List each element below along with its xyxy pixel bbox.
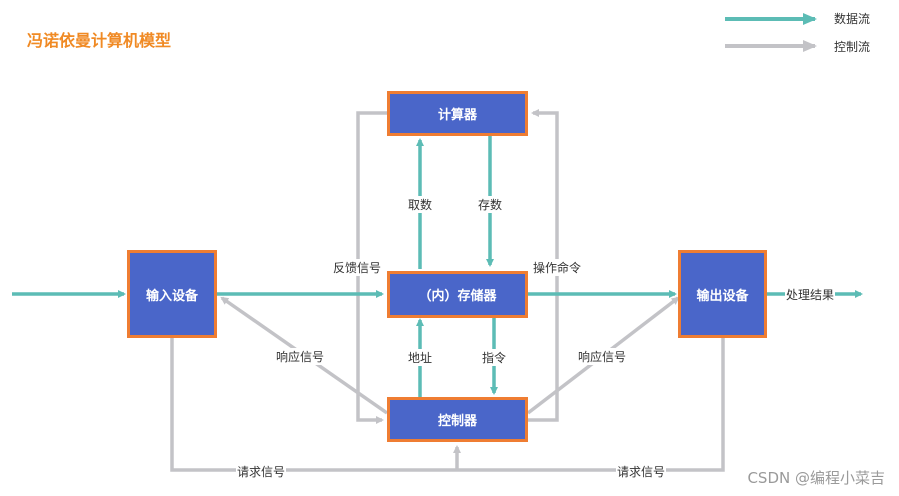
- store-label: 存数: [477, 196, 504, 213]
- alu-label: 计算器: [437, 108, 477, 123]
- response-right-label: 响应信号: [577, 348, 628, 365]
- controller-box: 控制器: [387, 397, 528, 442]
- output-device-box: 输出设备: [678, 250, 767, 338]
- alu-box: 计算器: [387, 91, 528, 136]
- diagram-title: 冯诺依曼计算机模型: [27, 31, 172, 50]
- request-right-label: 请求信号: [616, 463, 667, 480]
- legend-data-label: 数据流: [834, 12, 871, 26]
- memory-label: （内）存储器: [418, 289, 497, 304]
- operation-label: 操作命令: [532, 259, 583, 276]
- request-path: [170, 338, 725, 472]
- address-label: 地址: [407, 349, 434, 366]
- input-device-box: 输入设备: [127, 250, 217, 338]
- feedback-label: 反馈信号: [332, 259, 383, 276]
- response-left-label: 响应信号: [275, 348, 326, 365]
- instruction-label: 指令: [481, 349, 508, 366]
- watermark: CSDN @编程小菜吉: [747, 469, 885, 487]
- memory-box: （内）存储器: [387, 271, 528, 318]
- legend-control-label: 控制流: [834, 40, 871, 54]
- input-device-label: 输入设备: [145, 288, 198, 304]
- fetch-label: 取数: [407, 196, 434, 213]
- result-label: 处理结果: [785, 286, 836, 303]
- output-device-label: 输出设备: [696, 288, 749, 304]
- controller-label: 控制器: [437, 414, 477, 429]
- request-left-label: 请求信号: [236, 463, 287, 480]
